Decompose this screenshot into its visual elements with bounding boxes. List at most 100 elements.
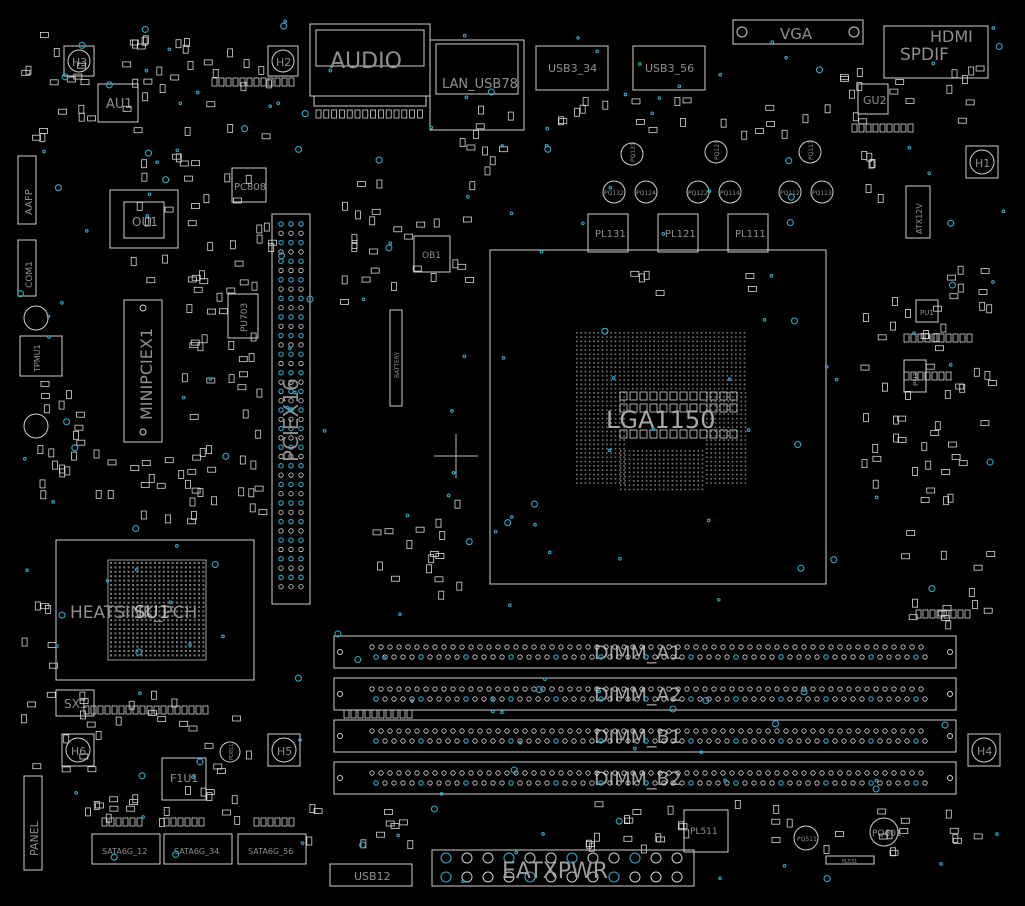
mount-hole-h6: H6 bbox=[61, 733, 95, 767]
svg-text:H2: H2 bbox=[276, 56, 291, 69]
svg-text:USB12: USB12 bbox=[354, 870, 391, 883]
svg-text:SX1: SX1 bbox=[64, 697, 87, 711]
svg-text:PQ114: PQ114 bbox=[720, 190, 740, 197]
svg-text:PQ112: PQ112 bbox=[780, 190, 800, 197]
tpm-header: TPMU1 bbox=[19, 335, 63, 377]
crosshair-marker bbox=[434, 434, 478, 478]
mount-hole-h4: H4 bbox=[967, 733, 1001, 767]
svg-text:PCIEX16: PCIEX16 bbox=[279, 378, 303, 462]
ob1: OB1 bbox=[413, 235, 451, 273]
svg-text:H4: H4 bbox=[977, 745, 992, 758]
spdif-label: SPDIF bbox=[900, 45, 949, 65]
small-components bbox=[20, 32, 997, 857]
battery-holder: BATTERY bbox=[389, 309, 403, 407]
mount-hole-h1: H1 bbox=[965, 145, 999, 179]
svg-text:H1: H1 bbox=[975, 157, 990, 170]
svg-text:PL121: PL121 bbox=[665, 229, 696, 240]
mount-hole-h3: H3 bbox=[63, 45, 95, 77]
dimm-b2: DIMM_B2 bbox=[333, 761, 957, 795]
svg-text:PQ111: PQ111 bbox=[808, 140, 815, 160]
hdmi-label: HDMI bbox=[930, 27, 973, 46]
pq601: PQ601 bbox=[869, 817, 902, 847]
dimm-a1: DIMM_A1 bbox=[333, 635, 957, 669]
usb34-label: USB3_34 bbox=[548, 62, 597, 75]
svg-text:PQ122: PQ122 bbox=[688, 190, 708, 197]
svg-text:PL111: PL111 bbox=[735, 229, 766, 240]
svg-text:GU2: GU2 bbox=[863, 94, 887, 107]
pcie-x16-slot: PCIEX16 bbox=[271, 213, 311, 605]
audio-codec-au1: AU1 bbox=[97, 83, 139, 123]
standoff-circle bbox=[23, 413, 49, 439]
svg-text:DIMM_A1: DIMM_A1 bbox=[594, 642, 682, 664]
svg-text:H3: H3 bbox=[72, 56, 87, 69]
vias bbox=[16, 19, 1006, 884]
svg-text:SATA6G_56: SATA6G_56 bbox=[248, 847, 293, 856]
dimm-b1: DIMM_B1 bbox=[333, 719, 957, 753]
svg-text:PD811: PD811 bbox=[229, 744, 235, 760]
gu2: GU2 bbox=[857, 83, 889, 115]
pq511: PQ511 bbox=[793, 825, 819, 851]
lan-usb-connector: LAN_USB78 bbox=[429, 39, 525, 131]
standoff-circle bbox=[23, 305, 49, 331]
svg-text:PQ124: PQ124 bbox=[636, 190, 656, 197]
sx1-crystal: SX1 bbox=[55, 689, 95, 717]
pd811: PD811 bbox=[219, 741, 241, 763]
panel-header: PANEL bbox=[23, 775, 43, 871]
eatxpwr-connector: EATXPWR bbox=[431, 849, 695, 887]
usb56-connector: USB3_56 bbox=[632, 45, 706, 91]
svg-text:PL131: PL131 bbox=[595, 229, 626, 240]
svg-text:AU1: AU1 bbox=[106, 97, 133, 112]
svg-text:DIMM_A2: DIMM_A2 bbox=[594, 684, 682, 706]
svg-text:AAFP: AAFP bbox=[24, 189, 35, 215]
svg-text:PANEL: PANEL bbox=[28, 820, 41, 856]
dimm-slots: DIMM_A1 DIMM_A2 DIMM_B1 DIMM_B2 bbox=[333, 635, 957, 795]
audio-label: AUDIO bbox=[330, 49, 402, 74]
mount-hole-h5: H5 bbox=[267, 733, 301, 767]
com1-header: COM1 bbox=[17, 239, 37, 297]
super-io-ou1: OU1 bbox=[109, 189, 179, 249]
pc808: PC808 bbox=[231, 167, 267, 203]
svg-text:PQ131: PQ131 bbox=[630, 142, 637, 162]
hdmi-spdif-connector: HDMI SPDIF bbox=[883, 25, 989, 79]
svg-text:SATA6G_12: SATA6G_12 bbox=[102, 847, 147, 856]
usb56-label: USB3_56 bbox=[645, 62, 694, 75]
sata-connectors: SATA6G_12 SATA6G_34 SATA6G_56 bbox=[91, 833, 307, 865]
vga-connector: VGA bbox=[732, 19, 864, 45]
svg-text:PU1: PU1 bbox=[920, 309, 934, 317]
usb34-connector: USB3_34 bbox=[535, 45, 609, 91]
svg-text:PL511: PL511 bbox=[690, 827, 718, 837]
aafp-header: AAFP bbox=[17, 155, 37, 225]
atx12v-connector: ATX12V bbox=[905, 185, 931, 239]
f1u1: F1U1 bbox=[161, 757, 207, 801]
svg-text:PQ113: PQ113 bbox=[812, 190, 832, 197]
vrm-mosfets: PQ131 PQ121 PQ111 PQ132 PQ124 PQ122 PQ11… bbox=[602, 140, 834, 204]
dimm-a2: DIMM_A2 bbox=[333, 677, 957, 711]
svg-text:F1U1: F1U1 bbox=[170, 772, 198, 785]
mini-pcie-slot: MINIPCIEX1 bbox=[123, 299, 163, 443]
svg-text:BATTERY: BATTERY bbox=[394, 351, 401, 378]
svg-text:ATX12V: ATX12V bbox=[915, 203, 924, 234]
svg-text:PC808: PC808 bbox=[234, 182, 266, 193]
svg-text:PQ132: PQ132 bbox=[604, 190, 624, 197]
svg-text:DIMM_B2: DIMM_B2 bbox=[594, 768, 682, 790]
vga-label: VGA bbox=[780, 25, 813, 43]
pl511: PL511 bbox=[683, 809, 729, 853]
usb12-header: USB12 bbox=[329, 863, 413, 887]
svg-text:DIMM_B1: DIMM_B1 bbox=[594, 726, 682, 748]
svg-text:PQ121: PQ121 bbox=[714, 140, 721, 160]
pl531: PL531 bbox=[825, 855, 875, 865]
svg-text:EATXPWR: EATXPWR bbox=[502, 859, 608, 884]
svg-text:SATA6G_34: SATA6G_34 bbox=[174, 847, 219, 856]
svg-text:SU1: SU1 bbox=[134, 602, 170, 623]
svg-text:OB1: OB1 bbox=[422, 251, 441, 261]
svg-text:LGA1150: LGA1150 bbox=[606, 406, 715, 434]
svg-text:PU703: PU703 bbox=[240, 303, 250, 332]
svg-text:TPMU1: TPMU1 bbox=[33, 344, 42, 373]
pch-heatsink: HEATSINK_PCH SU1 bbox=[55, 539, 255, 681]
lan-usb-label: LAN_USB78 bbox=[442, 77, 518, 92]
svg-text:HEATSINK_PCH: HEATSINK_PCH bbox=[70, 603, 197, 623]
svg-text:H5: H5 bbox=[277, 745, 292, 758]
svg-text:PL531: PL531 bbox=[842, 859, 857, 865]
svg-text:COM1: COM1 bbox=[25, 261, 35, 288]
